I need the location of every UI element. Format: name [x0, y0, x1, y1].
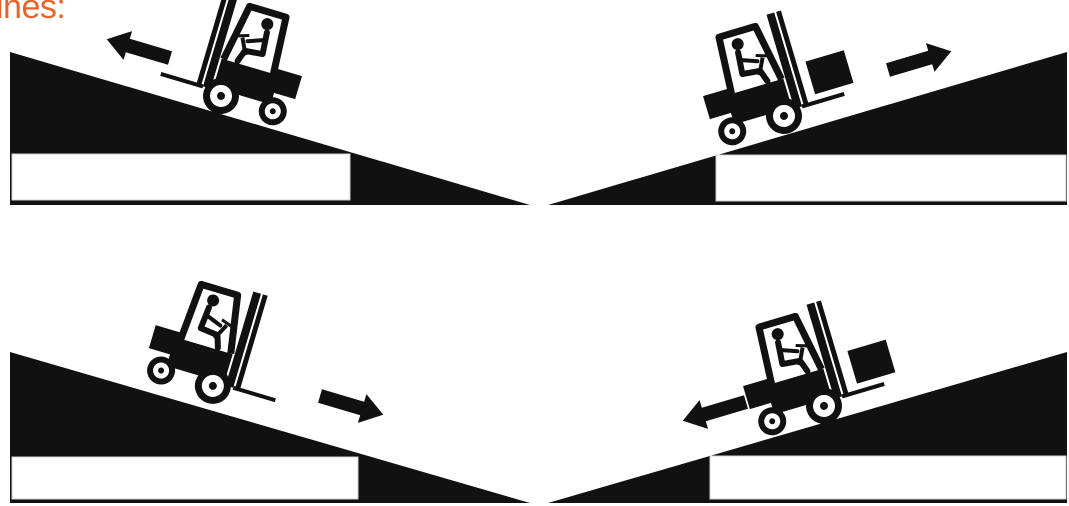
arrow-icon [678, 388, 750, 436]
panel-bottom-right [548, 286, 1067, 503]
answer-box-top-left [12, 154, 350, 200]
panel-top-right [548, 0, 1067, 205]
arrow-icon [316, 382, 388, 430]
load-box-icon [847, 340, 895, 384]
panel-bottom-left [10, 268, 530, 503]
arrow-icon [102, 25, 174, 73]
arrow-icon [884, 37, 956, 85]
answer-box-bottom-right [710, 456, 1066, 499]
answer-box-top-right [716, 155, 1066, 201]
panel-top-left [10, 0, 530, 205]
answer-box-bottom-left [12, 457, 358, 499]
load-box-icon [805, 50, 853, 94]
